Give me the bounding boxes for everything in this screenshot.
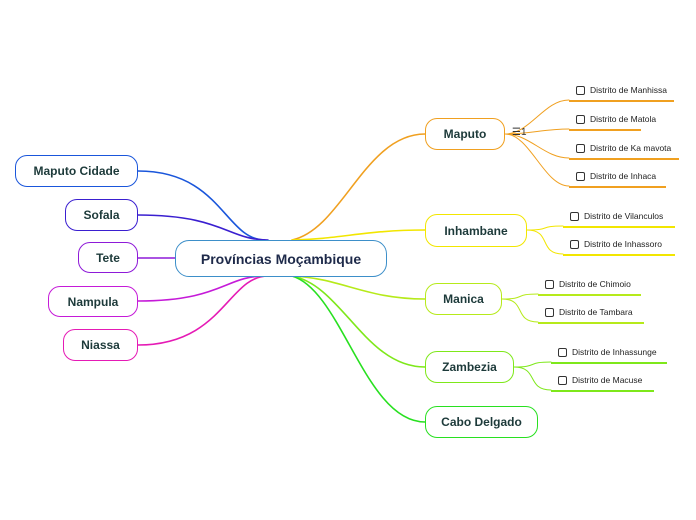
topic-label: Zambezia bbox=[442, 360, 497, 374]
subtopic-item[interactable]: Distrito de Inhassoro bbox=[570, 235, 662, 253]
topic-cabo-delgado[interactable]: Cabo Delgado bbox=[425, 406, 538, 438]
subtopic-label: Distrito de Tambara bbox=[559, 307, 633, 317]
connector-sofala bbox=[137, 214, 269, 241]
subconnector-maputo bbox=[504, 133, 570, 187]
subtopic-underline bbox=[569, 129, 641, 131]
topic-label: Maputo bbox=[443, 127, 487, 141]
subtopic-underline bbox=[569, 158, 679, 160]
subconnector-maputo bbox=[504, 133, 570, 159]
checkbox[interactable] bbox=[558, 375, 567, 385]
topic-label: Manica bbox=[443, 292, 484, 306]
checkbox[interactable] bbox=[570, 211, 579, 221]
central-topic-label: Províncias Moçambique bbox=[200, 250, 362, 267]
topic-label: Inhambane bbox=[444, 223, 508, 238]
subtopic-underline bbox=[538, 322, 644, 324]
subconnector-inhambane bbox=[526, 225, 564, 231]
subtopic-label: Distrito de Ka mavota bbox=[590, 143, 672, 153]
subtopic-label: Distrito de Inhassunge bbox=[572, 347, 657, 357]
checkbox[interactable] bbox=[545, 279, 554, 289]
subtopic-item[interactable]: Distrito de Ka mavota bbox=[576, 139, 671, 157]
connector-zambezia bbox=[291, 275, 426, 368]
topic-nampula[interactable]: Nampula bbox=[48, 286, 138, 317]
task-indicator[interactable]: ☰1 bbox=[512, 127, 527, 138]
checkbox[interactable] bbox=[558, 347, 567, 357]
subconnector-zambezia bbox=[513, 366, 552, 391]
subtopic-label: Distrito de Inhassoro bbox=[584, 239, 662, 249]
subtopic-label: Distrito de Chimoio bbox=[559, 279, 631, 289]
topic-maputo-cidade[interactable]: Maputo Cidade bbox=[15, 155, 138, 187]
checkbox[interactable] bbox=[570, 239, 579, 249]
subtopic-item[interactable]: Distrito de Inhassunge bbox=[558, 343, 657, 361]
subtopic-underline bbox=[569, 100, 674, 102]
subtopic-item[interactable]: Distrito de Macuse bbox=[558, 371, 642, 389]
connector-maputo bbox=[291, 133, 426, 241]
topic-inhambane[interactable]: Inhambane bbox=[425, 214, 527, 247]
subtopic-underline bbox=[569, 186, 666, 188]
subtopic-item[interactable]: Distrito de Vilanculos bbox=[570, 207, 663, 225]
connector-cabo-delgado bbox=[291, 275, 426, 423]
checkbox[interactable] bbox=[576, 114, 585, 124]
subtopic-underline bbox=[551, 390, 654, 392]
subtopic-underline bbox=[563, 254, 675, 256]
topic-label: Cabo Delgado bbox=[441, 415, 522, 429]
subtopic-item[interactable]: Distrito de Manhissa bbox=[576, 81, 667, 99]
topic-label: Tete bbox=[96, 250, 120, 265]
subtopic-item[interactable]: Distrito de Matola bbox=[576, 110, 656, 128]
topic-maputo[interactable]: Maputo bbox=[425, 118, 505, 150]
subconnector-manica bbox=[501, 293, 539, 300]
topic-niassa[interactable]: Niassa bbox=[63, 329, 138, 361]
subtopic-label: Distrito de Macuse bbox=[572, 375, 643, 385]
connector-nampula bbox=[137, 275, 266, 302]
topic-label: Nampula bbox=[67, 294, 119, 309]
subtopic-item[interactable]: Distrito de Tambara bbox=[545, 303, 633, 321]
connector-niassa bbox=[137, 275, 269, 346]
list-icon: ☰ bbox=[512, 127, 521, 138]
topic-label: Sofala bbox=[83, 208, 120, 222]
subtopic-label: Distrito de Inhaca bbox=[590, 171, 657, 181]
connector-manica bbox=[291, 275, 426, 300]
subtopic-item[interactable]: Distrito de Inhaca bbox=[576, 167, 656, 185]
checkbox[interactable] bbox=[545, 307, 554, 317]
subtopic-label: Distrito de Vilanculos bbox=[584, 211, 664, 221]
subconnector-maputo bbox=[504, 128, 570, 135]
subtopic-label: Distrito de Matola bbox=[590, 114, 657, 124]
topic-label: Niassa bbox=[81, 338, 120, 352]
subtopic-label: Distrito de Manhissa bbox=[590, 85, 668, 95]
subtopic-item[interactable]: Distrito de Chimoio bbox=[545, 275, 631, 293]
subconnector-zambezia bbox=[513, 361, 552, 368]
topic-label: Maputo Cidade bbox=[33, 164, 120, 178]
checkbox[interactable] bbox=[576, 171, 585, 181]
task-count: 1 bbox=[520, 127, 527, 138]
topic-manica[interactable]: Manica bbox=[425, 283, 502, 315]
central-topic[interactable]: Províncias Moçambique bbox=[175, 240, 387, 277]
checkbox[interactable] bbox=[576, 143, 585, 153]
topic-tete[interactable]: Tete bbox=[78, 242, 138, 273]
topic-zambezia[interactable]: Zambezia bbox=[425, 351, 514, 383]
connector-inhambane bbox=[291, 229, 426, 241]
subtopic-underline bbox=[551, 362, 667, 364]
subconnector-manica bbox=[501, 298, 539, 323]
checkbox[interactable] bbox=[576, 85, 585, 95]
topic-sofala[interactable]: Sofala bbox=[65, 199, 138, 231]
subtopic-underline bbox=[538, 294, 641, 296]
subconnector-maputo bbox=[504, 99, 570, 135]
connector-maputo-cidade bbox=[137, 170, 266, 241]
subconnector-inhambane bbox=[526, 229, 564, 255]
subtopic-underline bbox=[563, 226, 675, 228]
